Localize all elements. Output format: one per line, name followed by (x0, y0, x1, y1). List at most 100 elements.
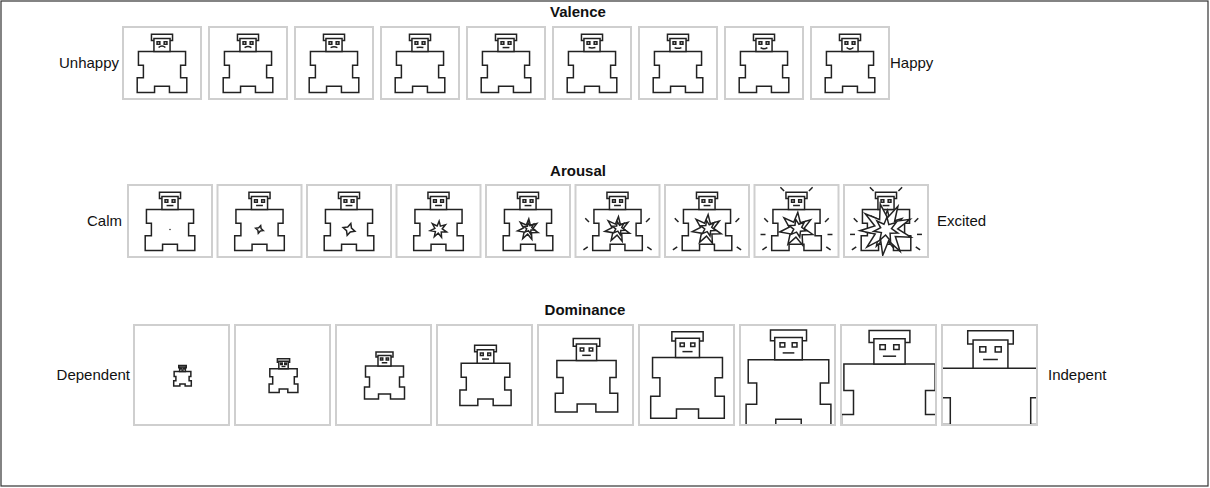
arousal-burst (518, 219, 538, 239)
manikin-figure (842, 330, 938, 443)
manikin-body (567, 52, 617, 93)
manikin-figure (145, 192, 195, 250)
manikin-eye (980, 347, 986, 352)
panel-box (725, 27, 803, 99)
manikin-figure (365, 352, 405, 399)
panel-clip (746, 330, 831, 430)
arousal-burst (430, 221, 446, 237)
panel-clip (460, 345, 511, 405)
manikin-head (788, 197, 804, 210)
manikin-eye (441, 200, 444, 202)
manikin-eye (799, 200, 802, 202)
manikin-eye (501, 42, 504, 44)
manikin-body (460, 363, 511, 405)
scale-anchor-label: Indepent (1048, 366, 1106, 384)
panel-box (755, 185, 839, 257)
manikin-head (279, 361, 288, 369)
panel-clip (567, 34, 617, 92)
manikin-head (874, 339, 905, 364)
panel-clip (395, 34, 445, 92)
motion-line (916, 247, 920, 250)
manikin-head (326, 39, 342, 52)
panel-box (665, 185, 749, 257)
manikin-eye (285, 363, 287, 364)
manikin-head (154, 39, 170, 52)
panel-box (218, 185, 302, 257)
manikin-mouth (614, 205, 621, 207)
manikin-mouth (181, 369, 183, 371)
row-title: Dominance (545, 301, 626, 319)
manikin-head (842, 39, 858, 52)
manikin-body (414, 210, 464, 251)
panel-box (134, 325, 229, 425)
motion-line (675, 218, 679, 222)
arousal-burst (860, 204, 911, 255)
manikin-eye (845, 42, 848, 44)
manikin-mouth (331, 46, 338, 48)
manikin-body (842, 364, 938, 443)
manikin-figure (269, 359, 298, 393)
manikin-eye (589, 348, 593, 351)
motion-line (761, 234, 766, 236)
motion-line (647, 247, 651, 250)
manikin-figure (761, 187, 833, 250)
motion-line (646, 218, 650, 222)
manikin-eye (480, 353, 483, 356)
manikin-head (251, 197, 267, 210)
panel-clip (145, 192, 195, 250)
manikin-mouth (983, 359, 998, 361)
manikin-mouth (883, 355, 896, 357)
manikin-figure (746, 330, 831, 430)
manikin-eye (995, 347, 1001, 352)
manikin-figure (174, 365, 192, 386)
panel-clip (223, 34, 273, 92)
manikin-figure (503, 192, 553, 250)
manikin-eye (594, 42, 597, 44)
manikin-figure (223, 34, 273, 92)
manikin-body (772, 210, 822, 251)
manikin-head (430, 197, 446, 210)
panel-clip (365, 352, 405, 399)
manikin-eye (880, 345, 885, 350)
panel-box (128, 185, 212, 257)
panel-box (553, 27, 631, 99)
arousal-burst (701, 220, 716, 235)
panel-clip (739, 34, 789, 92)
manikin-eye (523, 200, 526, 202)
panel-clip (481, 34, 531, 92)
manikin-eye (792, 200, 795, 202)
manikin-mouth (435, 205, 442, 207)
manikin-head (240, 39, 256, 52)
panel-clip (174, 365, 192, 386)
manikin-eye (255, 200, 258, 202)
panel-clip (269, 359, 298, 393)
panel-clip (583, 192, 651, 250)
manikin-mouth (793, 205, 800, 207)
manikin-body (395, 52, 445, 93)
manikin-eye (165, 200, 168, 202)
manikin-head (576, 344, 596, 360)
motion-line (764, 218, 768, 222)
panel-box (235, 325, 330, 425)
manikin-head (973, 340, 1008, 368)
manikin-eye (386, 358, 388, 360)
manikin-eye (281, 363, 283, 364)
motion-line (850, 234, 855, 236)
motion-line (898, 187, 902, 191)
arousal-burst (524, 223, 535, 234)
manikin-eye (792, 343, 797, 347)
manikin-figure (460, 345, 511, 405)
manikin-eye (580, 348, 584, 351)
manikin-body (481, 52, 531, 93)
arousal-burst (874, 217, 898, 241)
manikin-eye (164, 42, 167, 44)
manikin-figure (583, 192, 651, 250)
manikin-body (324, 210, 374, 251)
panel-box (811, 27, 889, 99)
motion-line (870, 187, 874, 191)
motion-line (917, 234, 922, 236)
panel-box (437, 325, 532, 425)
manikin-figure (235, 192, 285, 250)
motion-line (585, 218, 589, 222)
motion-line (825, 218, 829, 222)
